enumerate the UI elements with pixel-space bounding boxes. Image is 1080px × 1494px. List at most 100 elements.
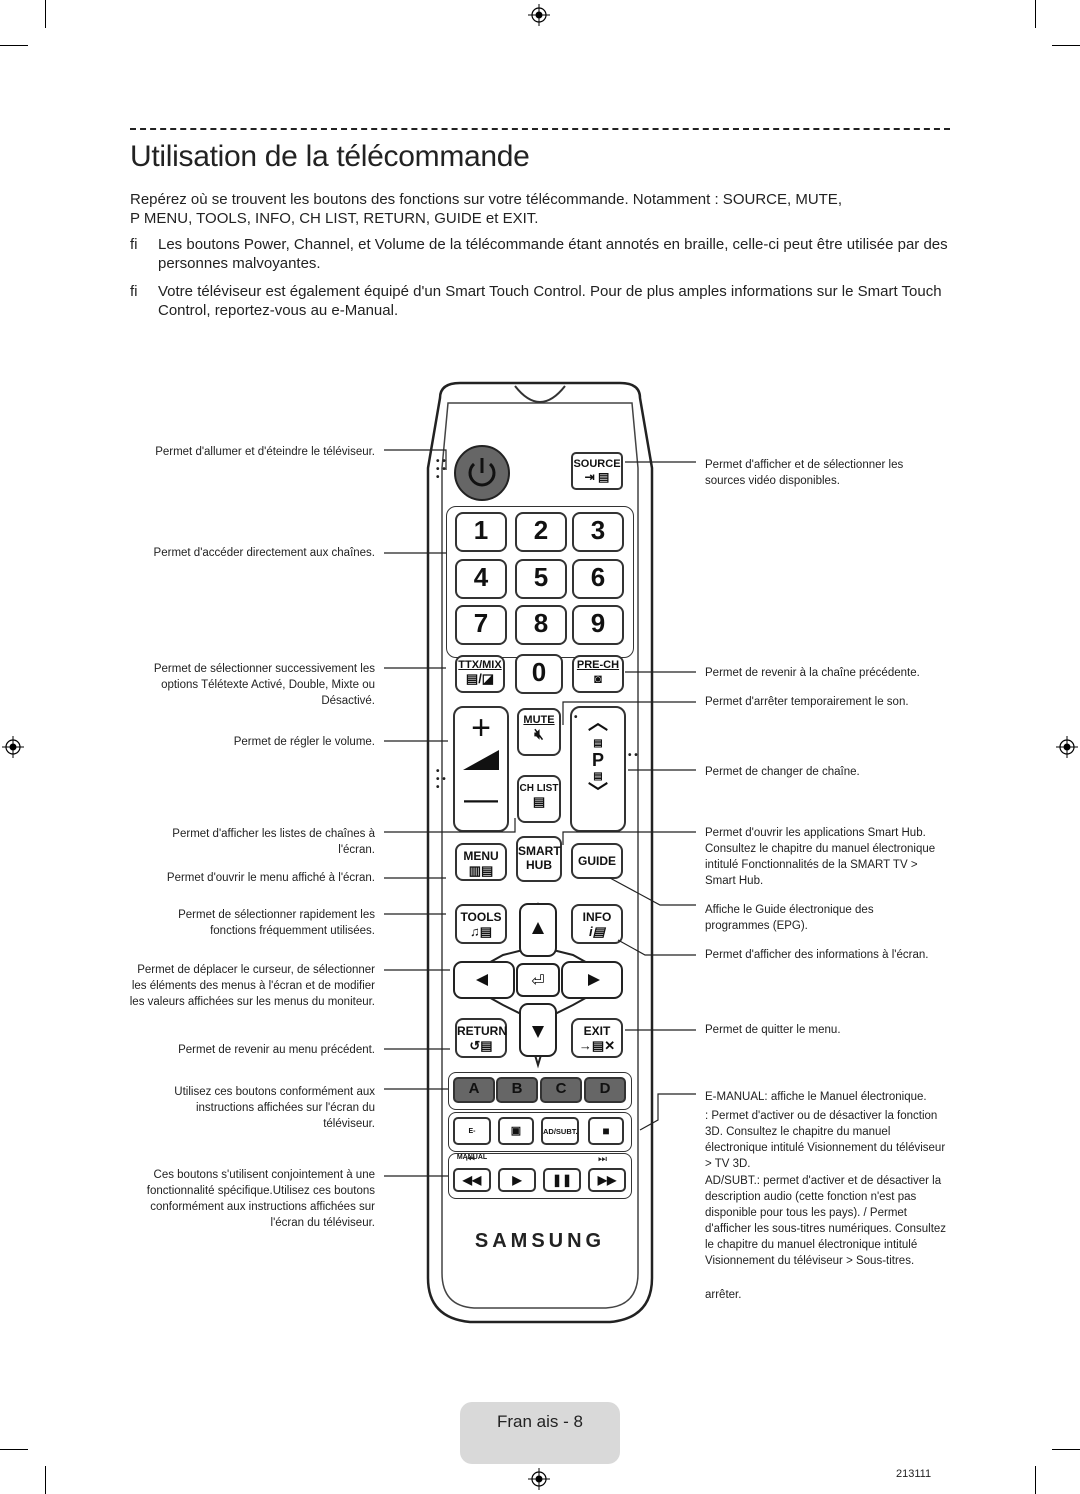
braille-dots: •• •• [436, 766, 446, 793]
ad-subt-button[interactable]: AD/SUBT. [541, 1117, 579, 1145]
color-button-d[interactable]: D [584, 1077, 626, 1103]
channel-down-small-icon: ▤ [593, 771, 603, 782]
digit-1-button[interactable]: 1 [455, 512, 507, 552]
rewind-button[interactable]: ◀◀ [453, 1168, 491, 1192]
color-button-a[interactable]: A [453, 1077, 495, 1103]
svg-text:⏎: ⏎ [531, 971, 544, 990]
color-button-c[interactable]: C [540, 1077, 582, 1103]
volume-level-icon [463, 750, 499, 770]
page-number: Fran ais - 8 [497, 1412, 583, 1431]
mute-icon: 🔇︎ [534, 726, 544, 743]
label-exit: Permet de quitter le menu. [705, 1024, 841, 1036]
crop-mark [45, 0, 46, 28]
note-braille-text: Les boutons Power, Channel, et Volume de… [158, 236, 948, 272]
label-channel: Permet de changer de chaîne. [705, 766, 860, 778]
source-button[interactable]: SOURCE ⇥ ▤ [571, 452, 623, 490]
label-guide: Affiche le Guide électronique des progra… [705, 904, 874, 932]
digit-8-button[interactable]: 8 [515, 605, 567, 645]
crop-mark [0, 45, 28, 46]
3d-button[interactable]: ▣ [498, 1117, 534, 1145]
digit-0-button[interactable]: 0 [515, 654, 563, 694]
stop-button[interactable]: ■ [588, 1117, 624, 1145]
label-ch-list: Permet d'afficher les listes de chaînes … [172, 828, 375, 856]
label-colors: Utilisez ces boutons conformément aux in… [174, 1086, 375, 1130]
label-pre-ch: Permet de revenir à la chaîne précédente… [705, 667, 920, 679]
crop-mark [0, 1449, 28, 1450]
smart-label: SMART [518, 844, 561, 858]
intro-line-2: P MENU, TOOLS, INFO, CH LIST, RETURN, GU… [130, 210, 539, 227]
menu-button[interactable]: MENU ▥▤ [455, 843, 507, 881]
samsung-logo: SAMSUNG [474, 1230, 606, 1252]
registration-mark-icon [2, 736, 24, 758]
digit-9-button[interactable]: 9 [572, 605, 624, 645]
crop-mark [1035, 0, 1036, 28]
media-row-frame [448, 1153, 632, 1199]
pause-icon: ❚❚ [551, 1173, 573, 1187]
note-smart-touch: ﬁ Votre téléviseur est également équipé … [130, 282, 950, 322]
channel-down-icon: ﹀ [588, 782, 608, 804]
ttx-mix-button[interactable]: TTX/MIX ▤/◪ [455, 655, 505, 693]
fast-forward-button[interactable]: ▶▶ [588, 1168, 626, 1192]
intro-text: Repérez où se trouvent les boutons des f… [130, 190, 940, 228]
channel-rocker[interactable]: ︿ ▤ P ▤ ﹀ [570, 706, 626, 832]
d-pad[interactable]: ⏎ [448, 900, 628, 1070]
color-button-b[interactable]: B [496, 1077, 538, 1103]
volume-up-icon: + [471, 709, 491, 747]
label-cursor: Permet de déplacer le curseur, de sélect… [129, 964, 375, 1008]
power-button[interactable] [454, 445, 510, 501]
exit-label: EXIT [583, 1024, 611, 1038]
label-power: Permet d'allumer et d'éteindre le télévi… [155, 446, 375, 458]
source-label: SOURCE [573, 458, 621, 470]
page-tab [460, 1402, 620, 1464]
pre-ch-label: PRE-CH [576, 659, 620, 671]
crop-mark [1052, 1449, 1080, 1450]
return-button[interactable]: RETURN ↺▤ [455, 1018, 507, 1058]
pre-ch-button[interactable]: PRE-CH ◙ [572, 655, 624, 693]
rewind-icon: ◀◀ [462, 1173, 482, 1187]
ttx-mix-label: TTX/MIX [458, 659, 502, 671]
mute-button[interactable]: MUTE 🔇︎ [517, 708, 561, 756]
teletext-icon: ▤/◪ [465, 671, 495, 686]
label-mute: Permet d'arrêter temporairement le son. [705, 696, 909, 708]
registration-mark-icon [1056, 736, 1078, 758]
label-info: Permet d'afficher des informations à l'é… [705, 949, 929, 961]
digit-2-button[interactable]: 2 [515, 512, 567, 552]
ch-list-icon: ▤ [532, 794, 546, 809]
color-buttons-frame [448, 1072, 632, 1110]
info-label: INFO [582, 910, 612, 924]
play-button[interactable]: ▶ [498, 1168, 536, 1192]
braille-dots: • •• •• [436, 456, 446, 483]
play-icon: ▶ [512, 1173, 522, 1187]
label-ad-subt: AD/SUBT.: permet d'activer et de désacti… [705, 1175, 947, 1267]
smart-hub-button[interactable]: SMART HUB [516, 836, 562, 882]
tools-button[interactable]: TOOLS ♫▤ [455, 904, 507, 944]
ch-list-button[interactable]: CH LIST ▤ [517, 775, 561, 823]
hub-label: HUB [526, 858, 552, 872]
tools-label: TOOLS [460, 910, 502, 924]
info-icon: i▤ [589, 924, 605, 939]
pause-button[interactable]: ❚❚ [543, 1168, 581, 1192]
menu-icon: ▥▤ [468, 863, 494, 878]
braille-dots: • • [628, 750, 638, 761]
channel-up-icon: ︿ [588, 712, 608, 734]
page-title: Utilisation de la télécommande [130, 140, 530, 173]
note-icon: ﬁ [130, 236, 138, 253]
menu-label: MENU [463, 849, 499, 863]
digit-7-button[interactable]: 7 [455, 605, 507, 645]
print-code-right: 213111 [896, 1468, 932, 1480]
guide-button[interactable]: GUIDE [571, 843, 623, 879]
digit-5-button[interactable]: 5 [515, 559, 567, 599]
digit-3-button[interactable]: 3 [572, 512, 624, 552]
info-button[interactable]: INFO i▤ [571, 904, 623, 944]
digit-6-button[interactable]: 6 [572, 559, 624, 599]
label-e-manual: E-MANUAL: affiche le Manuel électronique… [705, 1091, 927, 1103]
digit-4-button[interactable]: 4 [455, 559, 507, 599]
tools-icon: ♫▤ [469, 924, 493, 939]
volume-rocker[interactable]: + — [453, 706, 509, 832]
volume-down-icon: — [464, 780, 498, 818]
note-icon: ﬁ [130, 283, 138, 300]
exit-button[interactable]: EXIT →▤✕ [571, 1018, 623, 1058]
label-smart-hub: Permet d'ouvrir les applications Smart H… [705, 827, 936, 887]
e-manual-button[interactable]: E-MANUAL [453, 1117, 491, 1161]
